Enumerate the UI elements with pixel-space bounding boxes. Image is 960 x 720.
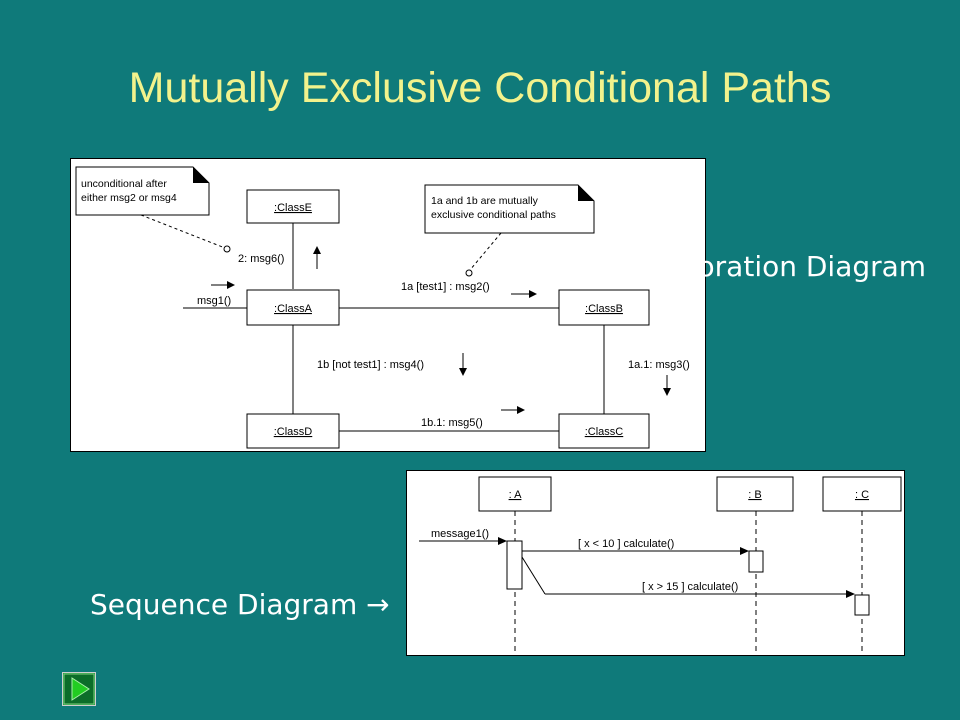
note2-text-2: exclusive conditional paths (431, 209, 556, 221)
class-c-label: :ClassC (585, 426, 624, 438)
object-c-label: : C (855, 489, 869, 501)
calculate-c-arrow: [ x > 15 ] calculate() (521, 556, 855, 598)
class-a-label: :ClassA (274, 303, 313, 315)
message1-arrow: message1() (419, 528, 507, 545)
class-c-box: :ClassC (558, 413, 650, 449)
note-unconditional: unconditional after either msg2 or msg4 (75, 166, 231, 253)
slide-title: Mutually Exclusive Conditional Paths (128, 64, 832, 112)
msg1-label: msg1() (197, 295, 231, 307)
collaboration-diagram: unconditional after either msg2 or msg4 … (70, 158, 706, 452)
collaboration-diagram-svg: unconditional after either msg2 or msg4 … (75, 166, 690, 449)
calc1-label: [ x < 10 ] calculate() (578, 538, 674, 550)
calculate-b-arrow: [ x < 10 ] calculate() (522, 538, 749, 555)
class-b-label: :ClassB (585, 303, 623, 315)
note-mutually-exclusive: 1a and 1b are mutually exclusive conditi… (424, 184, 595, 277)
collaboration-diagram-label: ← Collaboration Diagram (578, 250, 927, 283)
msg6-label: 2: msg6() (238, 253, 284, 265)
class-e-label: :ClassE (274, 202, 312, 214)
msg4-arrow (459, 353, 467, 376)
msg6-arrow (313, 246, 321, 269)
class-b-box: :ClassB (558, 289, 650, 326)
class-a-box: :ClassA (246, 289, 340, 326)
calc2-label: [ x > 15 ] calculate() (642, 581, 738, 593)
msg4-label: 1b [not test1] : msg4() (317, 359, 424, 371)
msg3-label: 1a.1: msg3() (628, 359, 690, 371)
object-b-label: : B (748, 489, 761, 501)
activation-a (506, 540, 523, 590)
msg1-arrow (211, 281, 235, 289)
class-d-box: :ClassD (246, 413, 340, 449)
next-slide-button[interactable] (62, 672, 96, 706)
msg2-label: 1a [test1] : msg2() (401, 281, 490, 293)
object-a-label: : A (509, 489, 523, 501)
activation-c (854, 594, 870, 616)
msg5-arrow (501, 406, 525, 414)
msg5-label: 1b.1: msg5() (421, 417, 483, 429)
msg2-arrow (511, 290, 537, 298)
note1-text-1: unconditional after (81, 178, 167, 190)
note1-text-2: either msg2 or msg4 (81, 192, 177, 204)
sequence-diagram: : A : B : C message1() [ x < 10 ] calcul… (406, 470, 905, 656)
note2-text-1: 1a and 1b are mutually (431, 195, 539, 207)
class-e-box: :ClassE (246, 189, 340, 224)
object-a-box: : A (478, 476, 552, 512)
class-d-label: :ClassD (274, 426, 313, 438)
sequence-diagram-label: Sequence Diagram → (90, 588, 390, 621)
play-triangle-icon (62, 672, 96, 706)
msg3-arrow (663, 375, 671, 396)
object-c-box: : C (822, 476, 902, 512)
activation-b (748, 550, 764, 573)
object-b-box: : B (716, 476, 794, 512)
message1-label: message1() (431, 528, 489, 540)
sequence-diagram-svg: : A : B : C message1() [ x < 10 ] calcul… (419, 476, 902, 655)
